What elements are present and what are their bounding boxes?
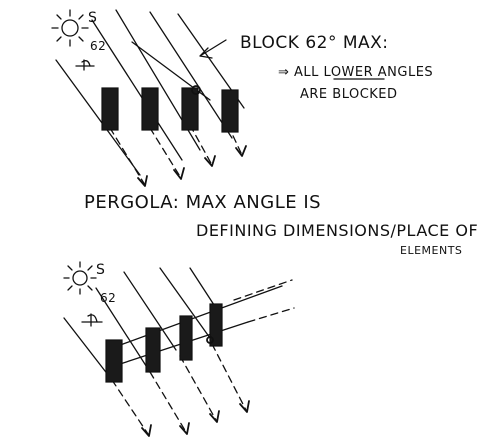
sun-rays-bottom — [63, 267, 217, 381]
arrowheads-top — [137, 145, 247, 187]
angle-marker-top — [75, 59, 95, 71]
angle-marker-bottom — [81, 313, 103, 327]
angle-label-top: 62 — [90, 39, 106, 53]
blocking-point-bottom — [206, 336, 214, 344]
dashed-rays-bottom — [111, 343, 247, 435]
sun-icon-bottom — [63, 261, 97, 295]
annotation-top-line2: ⇒ ALL LOWER ANGLES — [278, 65, 433, 80]
arrowheads-bottom — [141, 400, 250, 437]
sun-label-bottom: S — [96, 262, 105, 278]
sun-icon-top — [51, 9, 89, 47]
pergola-blocks-bottom — [105, 303, 223, 383]
annotation-top-line3: ARE BLOCKED — [300, 87, 398, 102]
annotation-middle-line3: ELEMENTS — [400, 244, 462, 257]
annotation-middle: PERGOLA: MAX ANGLE IS DEFINING DIMENSION… — [84, 192, 478, 257]
sun-label-top: S — [88, 10, 97, 26]
annotation-top: BLOCK 62° MAX: ⇒ ALL LOWER ANGLES ARE BL… — [240, 33, 433, 102]
annotation-middle-line1: PERGOLA: MAX ANGLE IS — [84, 192, 321, 213]
top-diagram: S 62 — [51, 9, 247, 187]
annotation-top-line1: BLOCK 62° MAX: — [240, 33, 389, 53]
pergola-beams-bottom — [111, 279, 295, 367]
annotation-middle-line2: DEFINING DIMENSIONS/PLACE OF — [196, 221, 478, 240]
annotation-arrow-top — [199, 39, 227, 59]
blocking-point-top — [191, 85, 201, 95]
bottom-diagram: S 62 — [63, 261, 295, 437]
pergola-blocks-top — [101, 87, 239, 133]
dashed-rays-top — [109, 124, 243, 186]
